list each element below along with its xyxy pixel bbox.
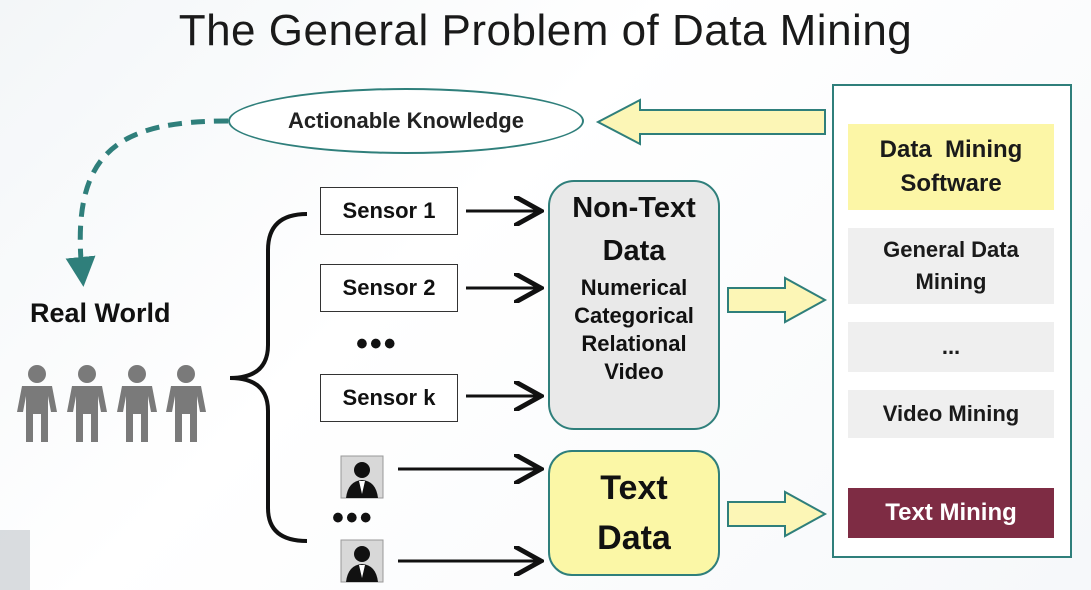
sensor-2-box: Sensor 2 <box>320 264 458 312</box>
gdm-line1: General Data <box>883 237 1019 262</box>
nontext-to-panel-arrow <box>727 276 828 324</box>
text-data-box: Text Data <box>548 450 720 576</box>
non-text-heading-line2: Data <box>602 235 666 267</box>
people-group-icon <box>17 365 206 442</box>
corner-logo <box>0 530 30 590</box>
text-data-line2: Data <box>597 519 671 557</box>
person-avatar-icon-2 <box>340 539 384 583</box>
real-world-label: Real World <box>30 298 171 328</box>
text-mining-item: Text Mining <box>848 488 1054 538</box>
video-mining-item: Video Mining <box>848 390 1054 438</box>
sensors-ellipsis: ••• <box>356 325 398 363</box>
people-ellipsis: ••• <box>332 499 374 537</box>
type-video: Video <box>604 359 664 384</box>
gdm-line2: Mining <box>915 269 987 294</box>
feedback-dashed-arrow <box>65 118 229 287</box>
text-data-line1: Text <box>600 469 668 507</box>
sensor-1-box: Sensor 1 <box>320 187 458 235</box>
type-categorical: Categorical <box>574 303 694 328</box>
actionable-knowledge-node: Actionable Knowledge <box>228 88 584 154</box>
data-mining-software-item: Data Mining Software <box>848 124 1054 210</box>
non-text-data-box: Non-Text Data Numerical Categorical Rela… <box>548 180 720 430</box>
non-text-heading-line1: Non-Text <box>572 192 696 224</box>
curly-brace <box>229 212 308 543</box>
type-numerical: Numerical <box>580 275 688 300</box>
general-data-mining-item: General Data Mining <box>848 228 1054 304</box>
textdata-to-panel-arrow <box>727 490 828 538</box>
person-avatar-icon-1 <box>340 455 384 499</box>
dms-line2: Software <box>900 170 1002 197</box>
panel-to-knowledge-arrow <box>595 98 826 146</box>
panel-ellipsis-item: ... <box>848 322 1054 372</box>
dms-line1: Data Mining <box>879 136 1023 163</box>
sensor-k-box: Sensor k <box>320 374 458 422</box>
type-relational: Relational <box>581 331 687 356</box>
page-title: The General Problem of Data Mining <box>178 6 913 55</box>
